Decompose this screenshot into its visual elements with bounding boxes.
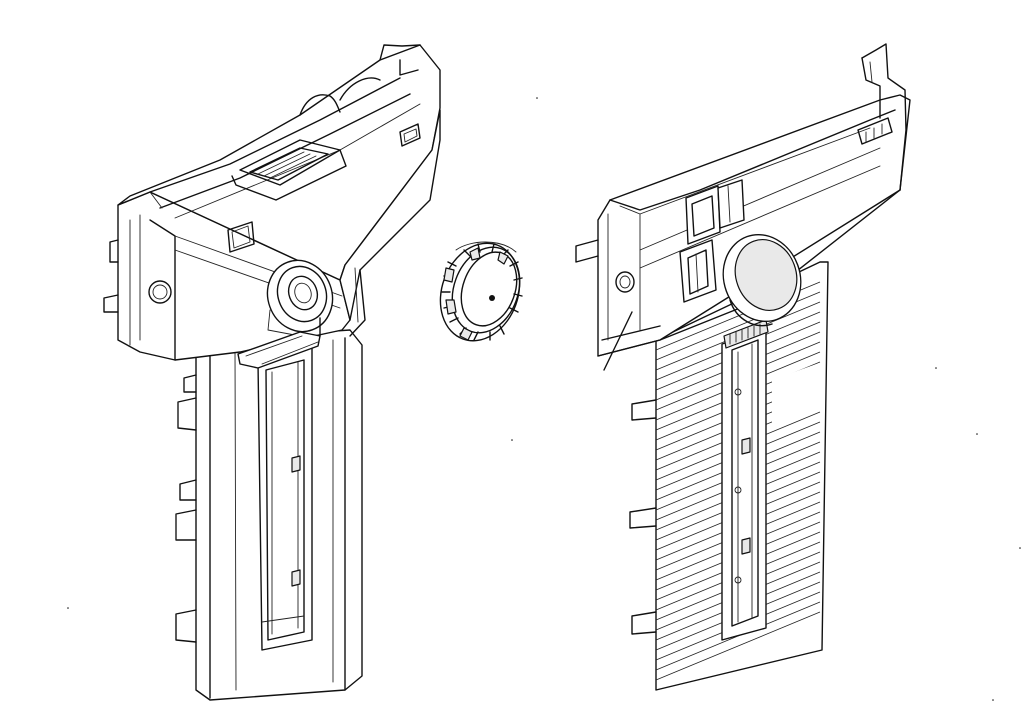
left-knob-socket [266,259,334,337]
scan-specks [67,97,1021,701]
left-housing-assembly [103,44,441,701]
left-column-body [175,329,363,701]
vent-grille [723,319,769,349]
knob-grip-ribs [441,243,523,341]
left-latch-clip [237,317,321,369]
right-center-slot [721,329,767,641]
right-center-posts [679,179,745,303]
knob-dial [439,241,523,342]
left-column-slot [257,347,313,651]
right-knob-seat [722,233,802,327]
right-rear-panel [575,43,911,691]
right-upper-frame [575,43,911,371]
